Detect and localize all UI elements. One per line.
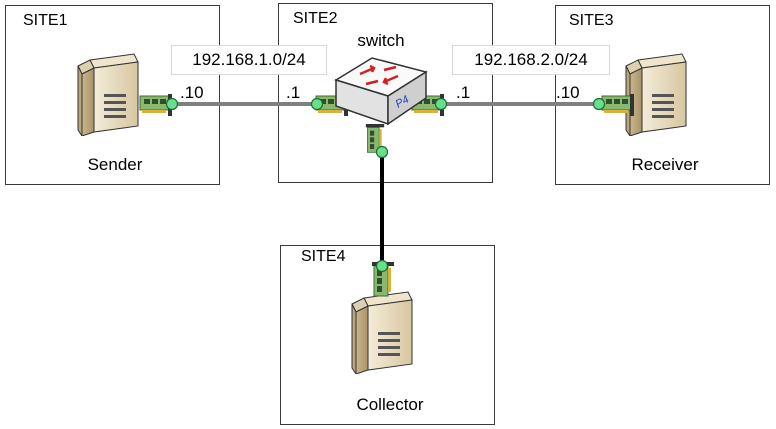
switch-label: switch xyxy=(357,31,405,50)
receiver-ip-label: .10 xyxy=(556,83,580,102)
site1-label: SITE1 xyxy=(23,12,68,29)
switch-p4-badge: P4 xyxy=(394,93,412,110)
site4-label: SITE4 xyxy=(301,248,346,265)
sender-label: Sender xyxy=(87,155,143,174)
sender-server-icon xyxy=(77,53,139,136)
collector-label: Collector xyxy=(356,395,424,414)
receiver-port xyxy=(592,97,606,111)
p4-switch-icon: P4 xyxy=(334,57,428,126)
sender-port xyxy=(165,97,179,111)
site3-label: SITE3 xyxy=(569,12,614,29)
sender-ip-label: .10 xyxy=(180,83,204,102)
receiver-label: Receiver xyxy=(631,155,699,174)
site2-label: SITE2 xyxy=(293,10,338,27)
switch-bottom-port xyxy=(375,145,389,159)
switch-left-port xyxy=(310,97,324,111)
receiver-server-icon xyxy=(625,53,687,136)
collector-port xyxy=(375,259,389,273)
collector-server-icon xyxy=(351,291,413,374)
switch-left-ip-label: .1 xyxy=(286,83,301,102)
switch-right-port xyxy=(434,97,448,111)
switch-right-ip-label: .1 xyxy=(456,83,471,102)
subnet-left-label: 192.168.1.0/24 xyxy=(171,45,327,75)
subnet-right-label: 192.168.2.0/24 xyxy=(452,45,610,75)
